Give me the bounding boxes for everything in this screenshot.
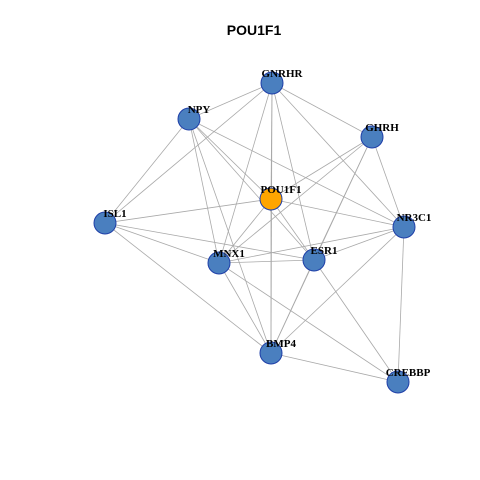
edge-ghrh-nr3c1 [371,136,405,228]
node-label-npy: NPY [188,104,211,116]
edge-isl1-mnx1 [104,222,220,264]
node-circle-crebbp [386,370,410,394]
edge-layer [104,82,405,383]
node-label-gnrhr: GNRHR [262,68,304,80]
node-circle-esr1 [302,248,326,272]
node-label-isl1: ISL1 [103,208,126,220]
edge-esr1-crebbp [313,259,399,383]
edge-ghrh-mnx1 [218,136,373,264]
node-circle-isl1 [93,211,117,235]
edge-gnrhr-npy [188,82,273,120]
edge-bmp4-crebbp [270,352,399,383]
edge-npy-bmp4 [188,118,272,354]
edge-npy-esr1 [188,118,315,261]
node-label-pou1f1: POU1F1 [261,184,302,196]
node-label-ghrh: GHRH [365,122,399,134]
edge-gnrhr-isl1 [104,82,273,224]
node-isl1: ISL1 [93,208,127,235]
edge-mnx1-crebbp [218,262,399,383]
edge-pou1f1-isl1 [104,198,272,224]
node-ghrh: GHRH [360,122,399,149]
node-circle-npy [177,107,201,131]
edge-mnx1-esr1 [218,259,315,264]
edge-npy-isl1 [104,118,190,224]
node-crebbp: CREBBP [386,367,431,394]
node-circle-bmp4 [259,341,283,365]
edge-pou1f1-esr1 [270,198,315,261]
node-label-bmp4: BMP4 [266,338,296,350]
node-label-nr3c1: NR3C1 [397,212,432,224]
edge-pou1f1-mnx1 [218,198,272,264]
edge-nr3c1-bmp4 [270,226,405,354]
node-circle-pou1f1 [259,187,283,211]
node-label-crebbp: CREBBP [386,367,431,379]
node-circle-mnx1 [207,251,231,275]
graph-title: POU1F1 [227,22,282,38]
node-circle-nr3c1 [392,215,416,239]
node-label-mnx1: MNX1 [213,248,245,260]
edge-ghrh-pou1f1 [270,136,373,200]
edge-gnrhr-mnx1 [218,82,273,264]
edge-nr3c1-mnx1 [218,226,405,264]
edge-nr3c1-esr1 [313,226,405,261]
edge-pou1f1-nr3c1 [270,198,405,228]
edge-esr1-bmp4 [270,259,315,354]
node-gnrhr: GNRHR [260,68,304,95]
edge-gnrhr-ghrh [271,82,373,138]
edge-isl1-bmp4 [104,222,272,354]
edge-npy-mnx1 [188,118,220,264]
node-circle-gnrhr [260,71,284,95]
edge-npy-nr3c1 [188,118,405,228]
node-npy: NPY [177,104,211,131]
node-pou1f1: POU1F1 [259,184,302,211]
node-mnx1: MNX1 [207,248,245,275]
node-esr1: ESR1 [302,245,338,272]
edge-npy-pou1f1 [188,118,272,200]
node-circle-ghrh [360,125,384,149]
edge-mnx1-bmp4 [218,262,272,354]
edge-nr3c1-crebbp [397,226,405,383]
node-label-esr1: ESR1 [311,245,338,257]
node-bmp4: BMP4 [259,338,296,365]
edge-gnrhr-nr3c1 [271,82,405,228]
node-nr3c1: NR3C1 [392,212,432,239]
edge-isl1-esr1 [104,222,315,261]
